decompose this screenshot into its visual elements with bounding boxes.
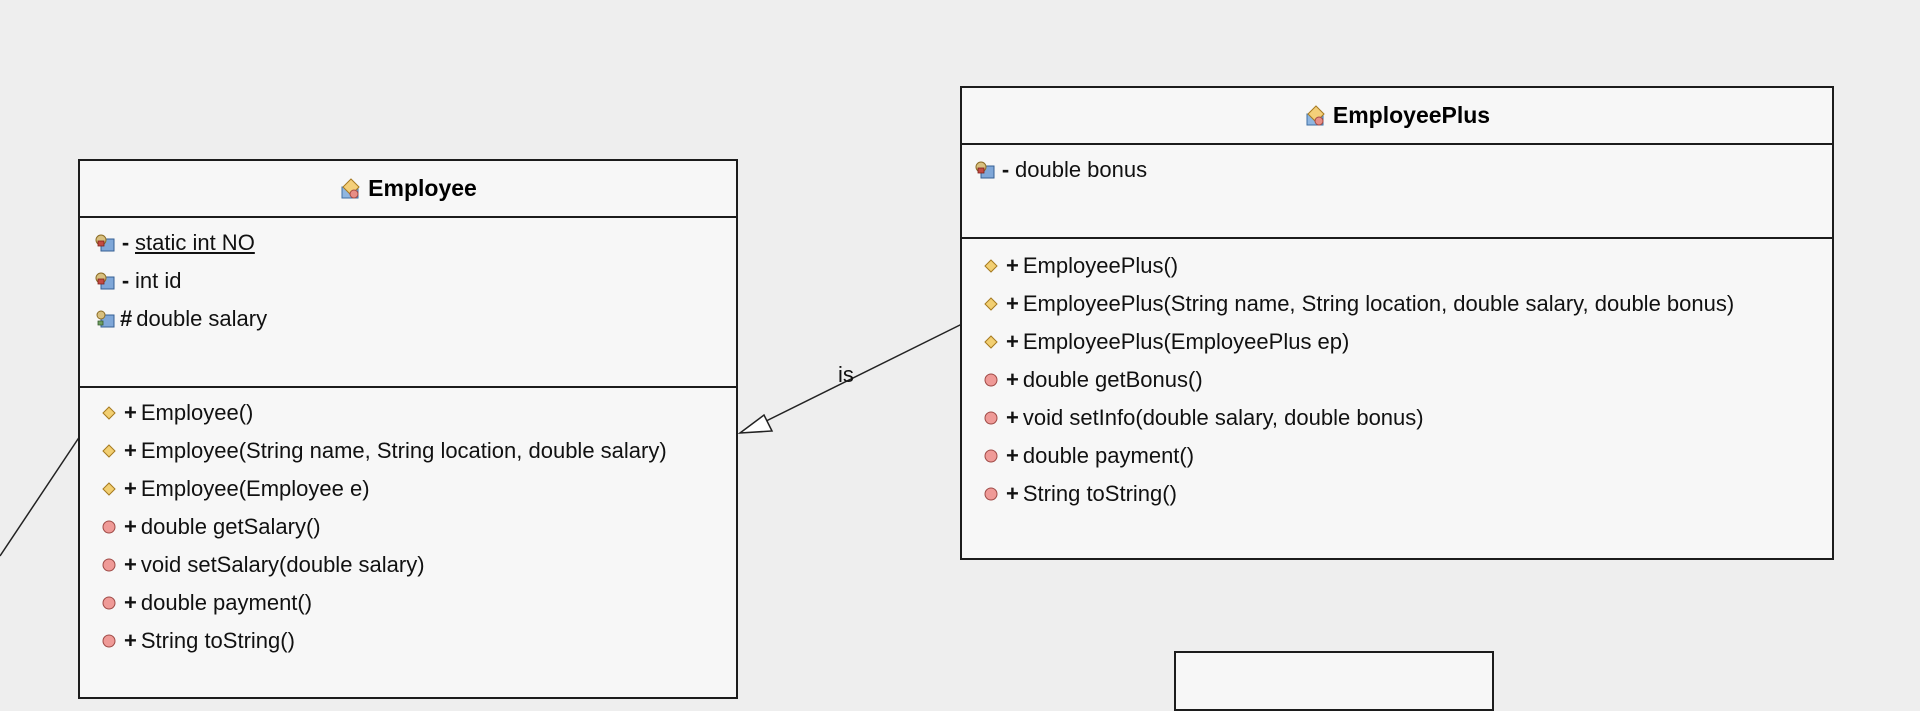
attribute-row[interactable]: - double bonus [974, 151, 1832, 189]
method-icon [980, 407, 1002, 429]
method-text: void setInfo(double salary, double bonus… [1022, 405, 1424, 430]
method-row[interactable]: + void setInfo(double salary, double bon… [980, 399, 1832, 437]
constructor-icon [980, 293, 1002, 315]
constructor-icon [98, 402, 120, 424]
method-row[interactable]: + EmployeePlus(EmployeePlus ep) [980, 323, 1832, 361]
employeeplus-class-box[interactable]: EmployeePlus - double bonus [960, 86, 1834, 560]
visibility-private: - [121, 268, 130, 293]
employee-class-header: Employee [80, 161, 736, 218]
private-field-icon [94, 232, 116, 254]
visibility-public: + [1006, 329, 1019, 354]
method-icon [98, 592, 120, 614]
visibility-protected: # [120, 306, 133, 331]
method-text: void setSalary(double salary) [140, 552, 425, 577]
method-text: double payment() [1022, 443, 1195, 468]
method-row[interactable]: + String toString() [980, 475, 1832, 513]
methods-compartment: + EmployeePlus() + EmployeePlus(String n… [962, 239, 1832, 513]
method-text: Employee(String name, String location, d… [140, 438, 667, 463]
private-field-icon [974, 159, 996, 181]
constructor-icon [980, 331, 1002, 353]
method-row[interactable]: + EmployeePlus(String name, String locat… [980, 285, 1832, 323]
method-icon [98, 554, 120, 576]
class-icon [1304, 104, 1328, 128]
visibility-public: + [1006, 291, 1019, 316]
class-name: EmployeePlus [1332, 102, 1491, 128]
method-text: double payment() [140, 590, 313, 615]
association-line[interactable] [0, 435, 81, 557]
visibility-public: + [1006, 367, 1019, 392]
visibility-public: + [124, 438, 137, 463]
methods-compartment: + Employee() + Employee(String name, Str… [80, 388, 736, 660]
method-text: EmployeePlus(String name, String locatio… [1022, 291, 1735, 316]
visibility-public: + [124, 628, 137, 653]
visibility-public: + [124, 476, 137, 501]
method-text: double getBonus() [1022, 367, 1203, 392]
method-text: String toString() [140, 628, 295, 653]
visibility-public: + [1006, 253, 1019, 278]
partial-class-box[interactable] [1174, 651, 1494, 711]
method-text: Employee(Employee e) [140, 476, 370, 501]
visibility-public: + [124, 400, 137, 425]
visibility-public: + [1006, 481, 1019, 506]
constructor-icon [980, 255, 1002, 277]
visibility-private: - [121, 230, 130, 255]
method-text: double getSalary() [140, 514, 321, 539]
method-row[interactable]: + double getBonus() [980, 361, 1832, 399]
uml-class-diagram: is Employee [0, 86, 1834, 711]
method-row[interactable]: + double payment() [980, 437, 1832, 475]
class-name: Employee [368, 175, 477, 201]
method-text: EmployeePlus() [1022, 253, 1179, 278]
visibility-public: + [1006, 405, 1019, 430]
method-icon [980, 445, 1002, 467]
visibility-public: + [1006, 443, 1019, 468]
method-icon [98, 630, 120, 652]
relation-label-is: is [838, 362, 854, 387]
method-icon [98, 516, 120, 538]
attributes-compartment: - static int NO - int id [80, 218, 736, 388]
attribute-text: double salary [136, 306, 268, 331]
attribute-row[interactable]: - static int NO [94, 224, 736, 262]
protected-field-icon [94, 308, 116, 330]
visibility-public: + [124, 552, 137, 577]
attribute-text: int id [135, 268, 182, 293]
attribute-text: static int NO [135, 230, 255, 255]
method-row[interactable]: + void setSalary(double salary) [98, 546, 736, 584]
constructor-icon [98, 440, 120, 462]
method-icon [980, 369, 1002, 391]
constructor-icon [98, 478, 120, 500]
method-row[interactable]: + Employee(String name, String location,… [98, 432, 736, 470]
method-icon [980, 483, 1002, 505]
visibility-private: - [1001, 157, 1010, 182]
method-row[interactable]: + double getSalary() [98, 508, 736, 546]
attributes-compartment: - double bonus [962, 145, 1832, 239]
employee-class-box[interactable]: Employee - static int NO [78, 159, 738, 699]
attribute-row[interactable]: # double salary [94, 300, 736, 338]
method-row[interactable]: + double payment() [98, 584, 736, 622]
visibility-public: + [124, 590, 137, 615]
class-icon [339, 177, 363, 201]
attribute-text: double bonus [1015, 157, 1148, 182]
method-row[interactable]: + String toString() [98, 622, 736, 660]
method-text: String toString() [1022, 481, 1177, 506]
visibility-public: + [124, 514, 137, 539]
method-text: EmployeePlus(EmployeePlus ep) [1022, 329, 1350, 354]
generalization-arrowhead [737, 413, 774, 434]
employeeplus-class-header: EmployeePlus [962, 88, 1832, 145]
method-row[interactable]: + Employee() [98, 394, 736, 432]
private-field-icon [94, 270, 116, 292]
attribute-row[interactable]: - int id [94, 262, 736, 300]
method-row[interactable]: + Employee(Employee e) [98, 470, 736, 508]
method-text: Employee() [140, 400, 254, 425]
method-row[interactable]: + EmployeePlus() [980, 247, 1832, 285]
